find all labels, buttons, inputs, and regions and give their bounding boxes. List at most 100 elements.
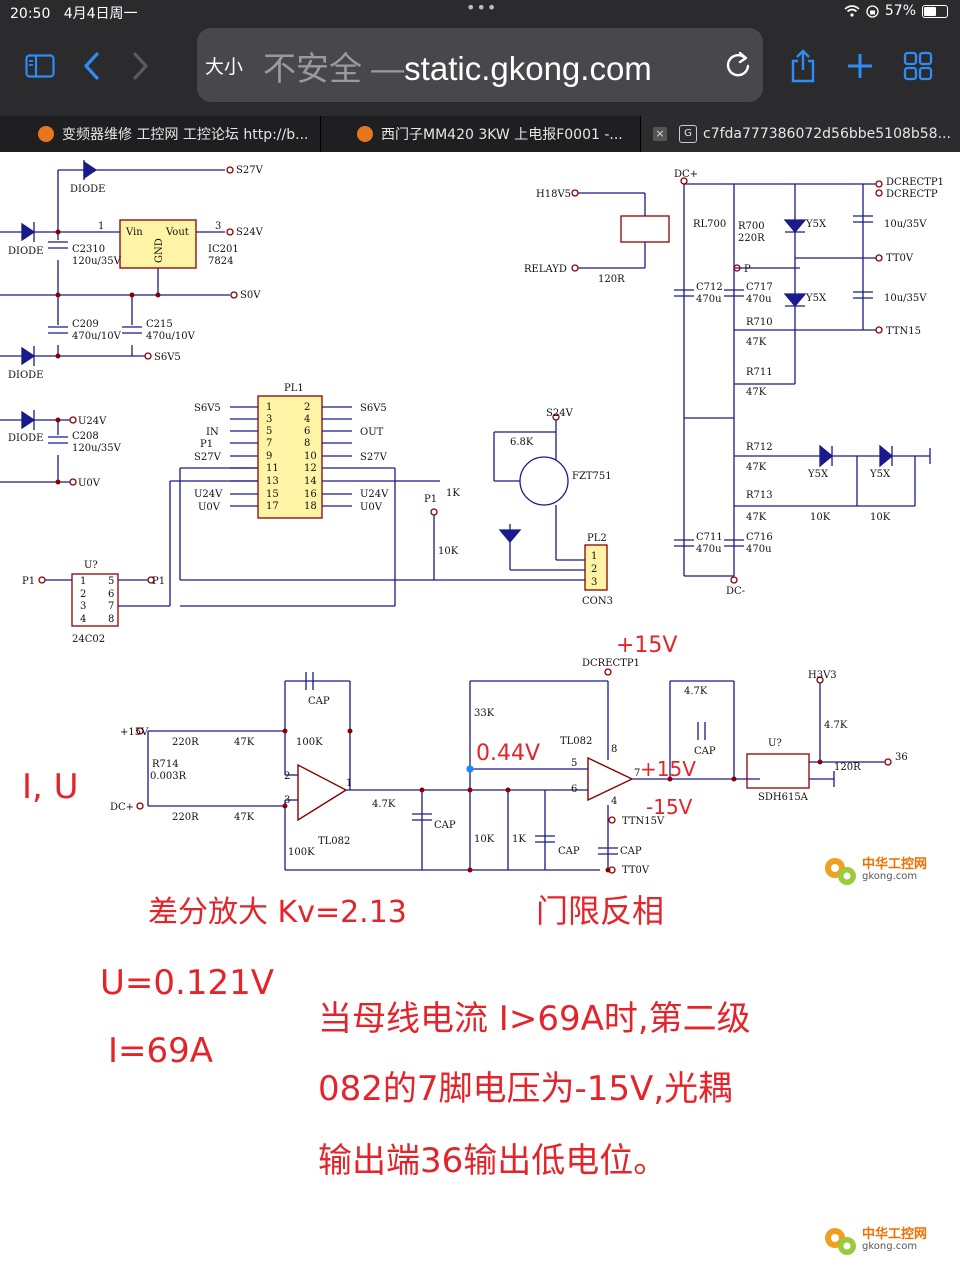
- value-220r-1: 220R: [172, 737, 199, 748]
- pl1-left-u0v: U0V: [198, 502, 221, 513]
- value-4k7-2: 4.7K: [684, 686, 708, 697]
- note-044v: 0.44V: [476, 741, 540, 766]
- pl1-pin-2: 2: [304, 402, 310, 413]
- forward-icon[interactable]: [118, 44, 162, 88]
- address-bar[interactable]: 大小 不安全 —static.gkong.com: [197, 28, 763, 102]
- value-con3: CON3: [582, 596, 613, 607]
- value-4k7-1: 4.7K: [372, 799, 396, 810]
- value-100k-2: 100K: [288, 847, 315, 858]
- value-10k: 10K: [438, 546, 459, 557]
- pl1-pin-5: 5: [266, 426, 272, 437]
- pl1-pin-16: 16: [304, 489, 317, 500]
- sidebar-icon[interactable]: [18, 44, 62, 88]
- eeprom-pin-8: 8: [108, 614, 114, 625]
- net-dcrectp: DCRECTP: [886, 189, 938, 200]
- note-15v-pos: +15V: [640, 757, 696, 781]
- eeprom-5v-right: P1: [152, 576, 165, 587]
- reload-icon[interactable]: [723, 48, 753, 82]
- pl1-pin-13: 13: [266, 476, 279, 487]
- net-ttn15v: TTN15V: [622, 816, 665, 827]
- pl2-pin-2: 2: [591, 564, 597, 575]
- net-p: P: [744, 264, 751, 275]
- close-tab-icon[interactable]: ×: [653, 127, 667, 141]
- value-10k-c: 10K: [474, 834, 495, 845]
- label-diode-1: DIODE: [70, 184, 105, 195]
- net-dcrectp1-b: DCRECTP1: [582, 658, 640, 669]
- fzt751-section: [430, 413, 608, 591]
- label-diode-3: DIODE: [8, 370, 43, 381]
- label-diode-2: DIODE: [8, 246, 43, 257]
- value-y5x-1: Y5X: [805, 219, 827, 230]
- value-r713: 47K: [746, 512, 767, 523]
- gkong-favicon-icon: [357, 126, 373, 142]
- battery-percent: 57%: [884, 3, 916, 19]
- value-100k-1: 100K: [296, 737, 323, 748]
- label-pl1: PL1: [284, 383, 304, 394]
- schematic-image: DIODE DIODE DIODE DIODE S27V S24V S0V S6…: [0, 160, 944, 1181]
- new-tab-icon[interactable]: [838, 44, 882, 88]
- value-cap-5: CAP: [694, 746, 716, 757]
- label-c711: C711: [696, 532, 723, 543]
- pl1-pin-11: 11: [266, 463, 279, 474]
- note-line-2: 082的7脚电压为-15V,光耦: [318, 1069, 732, 1109]
- orientation-lock-icon: [866, 4, 879, 18]
- tab-2[interactable]: 西门子MM420 3KW 上电报F0001 -...: [321, 116, 640, 152]
- pl1-pin-18: 18: [304, 501, 317, 512]
- opamp2-pin-5: 5: [571, 758, 577, 769]
- eeprom-pin-2: 2: [80, 589, 86, 600]
- value-cap-4: CAP: [620, 846, 642, 857]
- label-tl082-1: TL082: [318, 836, 350, 847]
- tab-3[interactable]: × G c7fda777386072d56bbe5108b58...: [641, 116, 960, 152]
- note-15v-neg: -15V: [646, 795, 693, 819]
- label-rl700: RL700: [693, 219, 726, 230]
- label-r710: R710: [746, 317, 773, 328]
- label-r700: R700: [738, 221, 765, 232]
- value-c2310: 120u/35V: [72, 256, 122, 267]
- label-c215: C215: [146, 319, 173, 330]
- label-c712: C712: [696, 282, 723, 293]
- gear-logo-icon: [825, 1228, 856, 1255]
- value-y5x-4: Y5X: [869, 469, 891, 480]
- watermark-site: gkong.com: [862, 1240, 918, 1252]
- tab-2-title: 西门子MM420 3KW 上电报F0001 -...: [381, 127, 623, 143]
- eeprom-pin-3: 3: [80, 601, 86, 612]
- note-line-3: 输出端36输出低电位。: [318, 1141, 667, 1181]
- value-120r: 120R: [598, 274, 625, 285]
- status-date: 4月4日周一: [63, 6, 138, 22]
- reader-size-button[interactable]: 大小: [205, 56, 244, 78]
- value-cap-1: CAP: [308, 696, 330, 707]
- value-cap-2: CAP: [434, 820, 456, 831]
- label-r713: R713: [746, 490, 773, 501]
- label-pl2: PL2: [587, 533, 607, 544]
- pl1-pin-12: 12: [304, 463, 317, 474]
- note-15v-top: +15V: [616, 633, 677, 658]
- value-47k-1: 47K: [234, 737, 255, 748]
- watermark-site: gkong.com: [862, 870, 918, 882]
- value-120r-b: 120R: [834, 762, 861, 773]
- net-tt0v: TT0V: [886, 253, 914, 264]
- pl1-left-s6v5: S6V5: [194, 403, 221, 414]
- gkong-favicon-icon: [38, 126, 54, 142]
- gear-logo-icon: [825, 858, 856, 885]
- value-c717: 470u: [746, 294, 772, 305]
- pl1-pin-3: 3: [266, 414, 272, 425]
- tab-1[interactable]: 变频器维修 工控网 工控论坛 http://b...: [0, 116, 320, 152]
- value-10u35v-2: 10u/35V: [884, 293, 927, 304]
- pl1-left-u24v: U24V: [194, 489, 223, 500]
- multitasking-dots-icon[interactable]: •••: [466, 0, 498, 17]
- value-r710: 47K: [746, 337, 767, 348]
- label-r711: R711: [746, 367, 773, 378]
- tab-overview-icon[interactable]: [896, 44, 940, 88]
- net-h3v3: H3V3: [808, 670, 837, 681]
- label-ic201: IC201: [208, 244, 239, 255]
- pl1-right-s6v5: S6V5: [360, 403, 387, 414]
- reg-pin-1: 1: [98, 221, 104, 232]
- net-s0v: S0V: [240, 290, 261, 301]
- value-33k: 33K: [474, 708, 495, 719]
- value-10k-a: 10K: [810, 512, 831, 523]
- url-text[interactable]: 不安全 —static.gkong.com: [263, 42, 652, 90]
- label-u-eeprom: U?: [84, 560, 98, 571]
- back-icon[interactable]: [70, 44, 114, 88]
- share-icon[interactable]: [781, 44, 825, 88]
